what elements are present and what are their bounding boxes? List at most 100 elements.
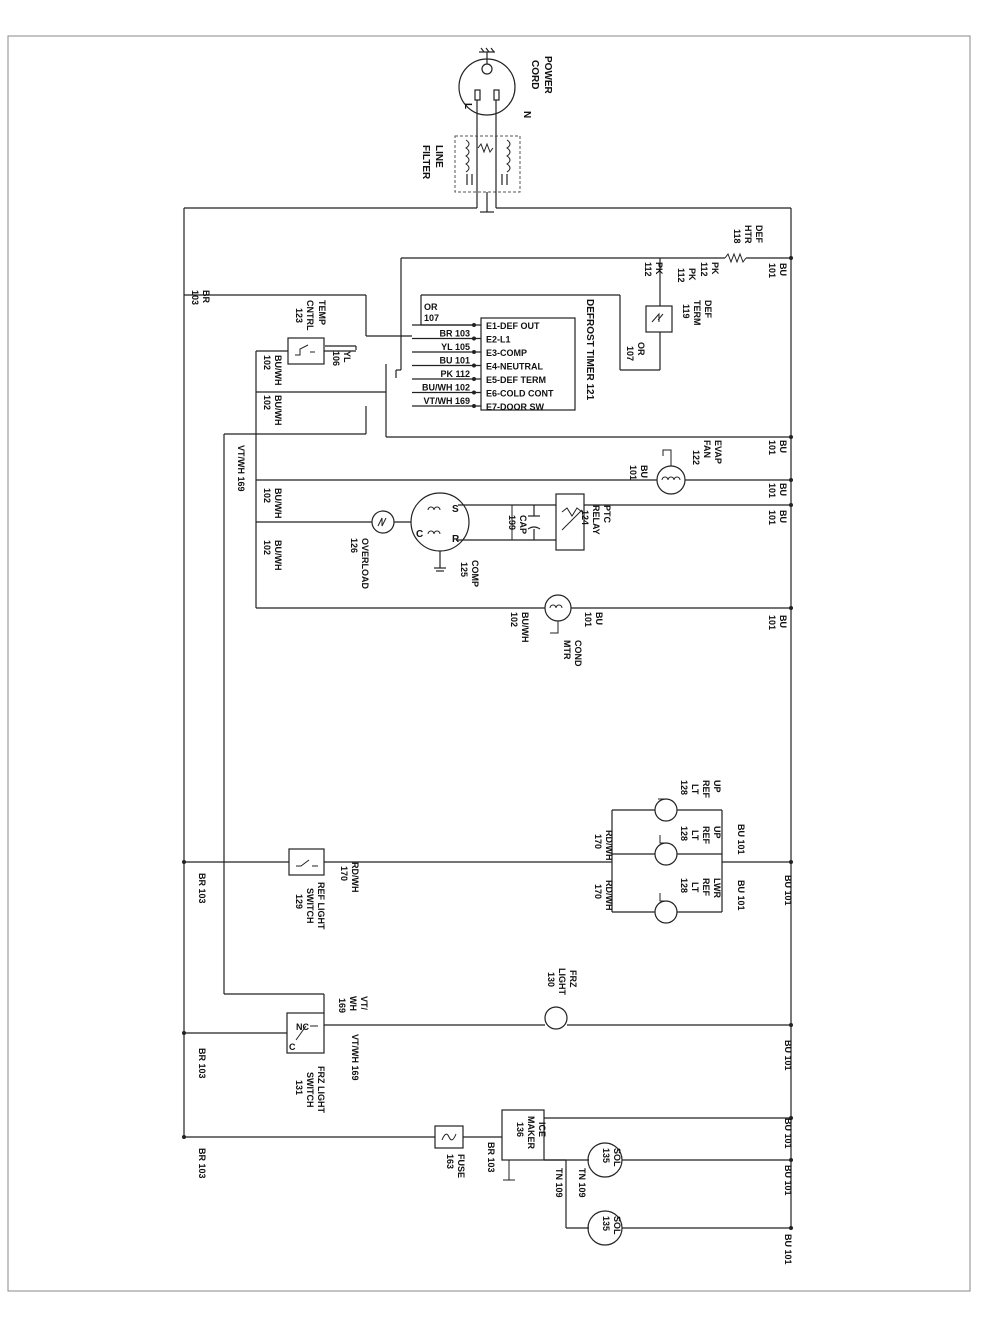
ice-maker-label: ICE (537, 1122, 547, 1137)
bu-101-label: 101 (767, 510, 777, 525)
lwr-ref-lt-label: LWR (712, 878, 722, 898)
buwh-102-label: BU/WH (273, 488, 283, 519)
vtwh-169-label: VT/WH 169 (236, 445, 246, 492)
freezer-light-circuit: NC C VT/ WH 169 VT/WH 169 FRZ LIGHT SWIT… (182, 968, 793, 1113)
br-103-label: BR 103 (197, 1148, 207, 1179)
bu-101-inline-label: BU 101 (783, 1234, 793, 1265)
vtwh-169-switch-label: WH (348, 996, 358, 1011)
bu-101-label: 101 (767, 615, 777, 630)
sol-label: 135 (601, 1148, 611, 1163)
ptc-relay-label: RELAY (591, 505, 601, 535)
up-ref-lt-label: REF (701, 780, 711, 799)
bu-101-label: 101 (767, 483, 777, 498)
bu-101-label: BU (778, 483, 788, 496)
buwh-102-label: BU/WH (273, 395, 283, 426)
temp-cntrl-label: TEMP (317, 300, 327, 325)
bu-101-label: 101 (767, 440, 777, 455)
up-ref-lt-label: LT (690, 830, 700, 841)
temp-control: TEMP CNTRL 123 YL 106 (255, 300, 356, 608)
def-htr-label: DEF (754, 225, 764, 244)
condenser-motor: COND MTR BU 101 BU/WH 102 (256, 594, 793, 667)
br-103-top-label: BR (201, 290, 211, 303)
or-107-label: OR (636, 342, 646, 356)
bu-101-label: 101 (583, 612, 593, 627)
bu-101-inline-label: BU 101 (783, 1040, 793, 1071)
frz-light-switch-label: FRZ LIGHT (316, 1066, 326, 1113)
bu-101-inline-label: BU 101 (783, 1165, 793, 1196)
comp-label: 125 (459, 562, 469, 577)
up-ref-lt-label: UP (712, 826, 722, 839)
timer-wire-label-5: BU/WH 102 (422, 383, 470, 393)
temp-cntrl-label: 123 (294, 308, 304, 323)
comp-s-label: S (452, 504, 459, 515)
compressor-circuit: S R C COMP 125 OVERLOAD 126 CAP 199 PTC … (256, 492, 793, 590)
timer-terminal-dot (472, 350, 476, 354)
buwh-102-label: 102 (262, 395, 272, 410)
ref-light-switch-label: 129 (294, 894, 304, 909)
lwr-ref-lt-label: REF (701, 878, 711, 897)
cap-label: CAP (518, 515, 528, 534)
cond-mtr-label: COND (573, 640, 583, 667)
pk-112-label: 112 (643, 262, 653, 277)
frz-light-label: LIGHT (557, 968, 567, 995)
defrost-terminator: DEF TERM 119 PK 112 PK 112 PK 112 OR 107 (619, 258, 720, 371)
buwh-102-label: 102 (509, 612, 519, 627)
timer-terminal-4: E4-NEUTRAL (486, 362, 544, 372)
timer-terminal-dot (472, 336, 476, 341)
overload-label: 126 (349, 538, 359, 553)
buwh-102-label: 102 (262, 355, 272, 370)
defrost-timer: DEFROST TIMER 121 E1-DEF OUTE2-L1E3-COMP… (400, 258, 620, 412)
up-ref-lt-label: UP (712, 780, 722, 793)
power-cord: POWER CORD L N (458, 47, 553, 136)
timer-terminal-dot (472, 377, 476, 381)
defrost-heater: DEF HTR 118 (401, 225, 793, 264)
timer-terminal-2: E2-L1 (486, 335, 511, 345)
power-cord-title-1: POWER (542, 56, 553, 95)
power-n-label: N (521, 111, 532, 118)
up-ref-lt-label: REF (701, 826, 711, 845)
frz-light-switch-label: 131 (294, 1080, 304, 1095)
rdwh-170-label: 170 (593, 884, 603, 899)
page-border (7, 35, 971, 1292)
def-htr-label: 118 (732, 229, 742, 244)
timer-terminal-dot (472, 323, 476, 327)
bu-101-label: 101 (628, 465, 638, 480)
timer-wire-label-1: BR 103 (439, 329, 470, 339)
pk-112-label: PK (654, 262, 664, 275)
frz-light-switch-label: SWITCH (305, 1072, 315, 1108)
comp-c-label: C (416, 529, 423, 540)
buwh-102-label: 102 (262, 540, 272, 555)
bu-101-inline-label: BU 101 (783, 875, 793, 906)
timer-terminal-dot (472, 404, 476, 408)
pk-112-label: 112 (699, 262, 709, 277)
timer-terminal-3: E3-COMP (486, 348, 527, 358)
bu-101-inline-label: BU 101 (736, 880, 746, 911)
vtwh-169-switch-label: 169 (337, 998, 347, 1013)
pk-112-label: PK (710, 262, 720, 275)
yl-106-label: YL (342, 351, 352, 363)
frz-light-label: FRZ (568, 970, 578, 988)
up-ref-lt-label: 128 (679, 826, 689, 841)
timer-wire-label-3: BU 101 (439, 356, 470, 366)
timer-wire-label-6: VT/WH 169 (423, 396, 470, 406)
ptc-relay-label: 124 (580, 510, 590, 525)
evaporator-fan: EVAP FAN 122 BU 101 (256, 440, 793, 495)
line-filter-label-2: FILTER (420, 145, 431, 180)
overload-label: OVERLOAD (360, 538, 370, 590)
cap-label: 199 (507, 515, 517, 530)
lwr-ref-lt-label: 128 (679, 878, 689, 893)
timer-terminal-dot (472, 390, 476, 395)
fuse-label: FUSE (456, 1154, 466, 1178)
def-htr-label: HTR (743, 225, 753, 244)
evap-fan-label: 122 (691, 450, 701, 465)
timer-wire-label-2: YL 105 (441, 342, 470, 352)
line-filter: LINE FILTER (420, 135, 521, 213)
bu-101-inline-label: BU 101 (736, 824, 746, 855)
br-103-label: BR 103 (486, 1142, 496, 1173)
rdwh-170-label: RD/WH (604, 880, 614, 911)
pk-112-label: PK (687, 268, 697, 281)
up-ref-lt-label: 128 (679, 780, 689, 795)
bu-101-label: BU (778, 440, 788, 453)
